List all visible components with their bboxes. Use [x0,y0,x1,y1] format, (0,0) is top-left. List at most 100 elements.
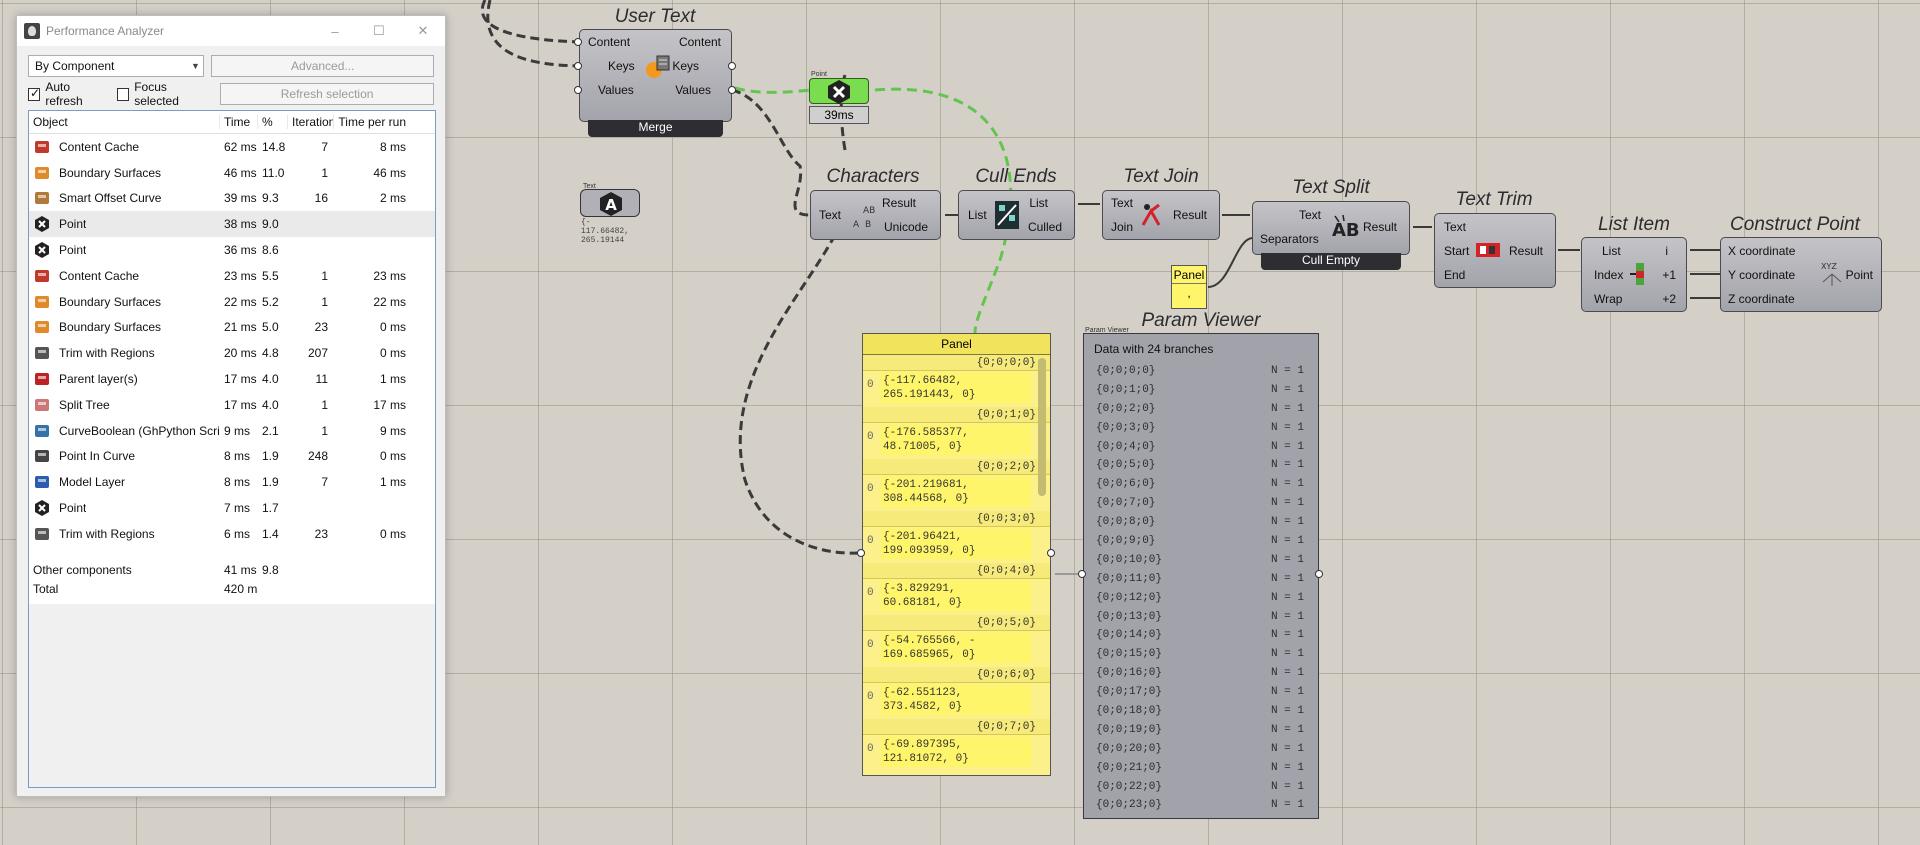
user-text-input-keys[interactable]: Keys [608,59,635,73]
mode-select-value: By Component [35,59,115,73]
text-trim-input-start[interactable]: Start [1444,244,1470,258]
list-item-output-plus2[interactable]: +2 [1662,292,1676,306]
list-item-input-index[interactable]: Index [1594,268,1624,282]
point-cross-icon [828,80,850,104]
cell-time: 6 ms [224,526,251,541]
port-in-keys[interactable] [574,62,582,70]
mode-select[interactable]: By Component ▼ [28,55,205,77]
construct-point-input-y[interactable]: Y coordinate [1728,268,1796,282]
port-in-values[interactable] [574,86,582,94]
cell-percent: 9.3 [262,191,279,206]
characters-input-text[interactable]: Text [819,208,842,222]
list-item-input-wrap[interactable]: Wrap [1594,292,1623,306]
column-header-time[interactable]: Time [220,115,258,129]
other-components-label: Other components [33,563,132,578]
user-text-output-keys[interactable]: Keys [672,59,699,73]
focus-selected-checkbox[interactable]: Focus selected [116,80,210,108]
text-join-input-join[interactable]: Join [1111,220,1134,234]
characters-output-result[interactable]: Result [881,196,916,210]
param-viewer-component[interactable]: Data with 24 branches {0;0;0;0}N = 1{0;0… [1083,333,1319,819]
text-split-component[interactable]: Text Separators AB Result Cull Empty [1252,201,1410,270]
user-text-output-values[interactable]: Values [675,83,711,97]
text-trim-component[interactable]: Text Start End Result [1434,213,1556,288]
list-item-output-plus1[interactable]: +1 [1662,268,1676,282]
panel-component[interactable]: Panel {0;0;0;0}0{-117.66482, 265.191443,… [862,333,1051,776]
characters-component[interactable]: Text AB A B Result Unicode [810,190,941,240]
cull-ends-output-culled[interactable]: Culled [1027,220,1062,234]
focus-selected-check-icon[interactable] [116,87,130,101]
refresh-selection-button[interactable]: Refresh selection [220,83,434,105]
text-join-output-result[interactable]: Result [1172,208,1207,222]
text-join-input-text[interactable]: Text [1111,196,1134,210]
list-item-output-i[interactable]: i [1665,244,1668,258]
construct-point-input-x[interactable]: X coordinate [1728,244,1796,258]
cull-ends-output-list[interactable]: List [1029,196,1048,210]
minimize-icon[interactable]: – [331,23,339,39]
text-join-component[interactable]: Text Join Result [1102,190,1220,240]
list-item-component[interactable]: List Index Wrap i +1 +2 [1581,237,1687,312]
close-icon[interactable]: ✕ [417,23,429,38]
text-split-output-result[interactable]: Result [1362,220,1397,234]
cell-time-per-run: 9 ms [379,423,406,438]
cell-object-label: Point [59,217,87,232]
user-text-component[interactable]: Content Keys Values Content Keys Values … [579,29,732,137]
cull-ends-component[interactable]: List List Culled [958,190,1075,240]
user-text-input-content[interactable]: Content [588,35,631,49]
text-split-input-text[interactable]: Text [1299,208,1322,222]
text-trim-input-end[interactable]: End [1444,268,1466,282]
column-header-iteration[interactable]: Iteration [288,115,334,129]
port-out-values[interactable] [728,86,736,94]
panel-scrollbar[interactable] [1038,358,1046,496]
auto-refresh-checkbox[interactable]: Auto refresh [28,80,107,108]
construct-point-component[interactable]: X coordinate Y coordinate Z coordinate X… [1720,237,1882,312]
maximize-icon[interactable]: ☐ [373,23,385,38]
construct-point-input-z[interactable]: Z coordinate [1728,292,1795,306]
characters-output-unicode[interactable]: Unicode [883,220,928,234]
separator-panel[interactable]: Panel , [1171,265,1207,309]
text-trim-output-result[interactable]: Result [1508,244,1543,258]
text-trim-input-text[interactable]: Text [1444,220,1467,234]
cull-empty-footer[interactable]: Cull Empty [1261,253,1401,270]
construct-point-output-point[interactable]: Point [1845,268,1873,282]
port-out-keys[interactable] [728,62,736,70]
auto-refresh-check-icon[interactable] [28,86,40,101]
cull-ends-input-list[interactable]: List [968,208,987,222]
column-header-object[interactable]: Object [29,115,220,129]
merge-footer[interactable]: Merge [588,120,723,137]
other-components-row[interactable]: Other components 41 ms 9.8 [29,561,435,580]
text-param-value-line: {- [581,218,591,227]
user-text-input-values[interactable]: Values [598,83,634,97]
column-header-percent[interactable]: % [258,115,288,129]
cell-iteration: 1 [321,268,328,283]
param-viewer-output-port[interactable] [1315,570,1323,578]
text-param[interactable]: A [580,189,640,217]
advanced-button[interactable]: Advanced... [211,55,434,77]
panel-output-port[interactable] [1047,549,1055,557]
column-header-time-per-run[interactable]: Time per run [338,115,406,129]
panel-input-port[interactable] [857,549,865,557]
point-param[interactable] [809,78,869,104]
list-item-input-list[interactable]: List [1602,244,1621,258]
panel-entry-path: {0;0;0;0} [863,355,1050,371]
text-split-input-separators[interactable]: Separators [1260,232,1319,246]
param-viewer-input-port[interactable] [1078,570,1086,578]
port-in-content[interactable] [574,38,582,46]
user-text-output-content[interactable]: Content [678,35,721,49]
panel-entry-index: 0 [867,743,874,755]
